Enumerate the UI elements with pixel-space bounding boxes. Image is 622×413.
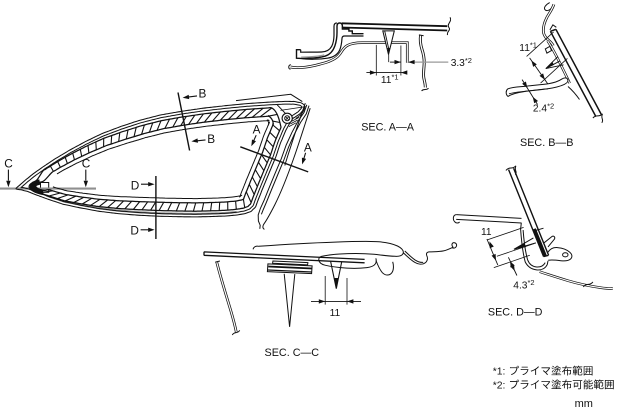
svg-text:11: 11: [481, 227, 492, 238]
svg-text:SEC. C—C: SEC. C—C: [265, 347, 320, 359]
svg-text:A: A: [304, 140, 312, 154]
svg-text:*2:: *2:: [493, 380, 506, 391]
svg-text:SEC. B—B: SEC. B—B: [520, 137, 573, 149]
svg-text:C: C: [4, 157, 13, 171]
svg-text:D: D: [131, 178, 140, 192]
svg-text:mm: mm: [575, 398, 593, 410]
svg-text:11: 11: [330, 308, 341, 319]
svg-text:*1:: *1:: [493, 367, 506, 378]
svg-text:D: D: [130, 223, 139, 237]
svg-text:A: A: [253, 123, 261, 137]
svg-text:SEC. D—D: SEC. D—D: [488, 306, 543, 318]
svg-text:B: B: [199, 87, 207, 101]
svg-text:SEC. A—A: SEC. A—A: [361, 122, 415, 134]
svg-text:B: B: [207, 132, 215, 146]
svg-text:C: C: [82, 157, 91, 171]
